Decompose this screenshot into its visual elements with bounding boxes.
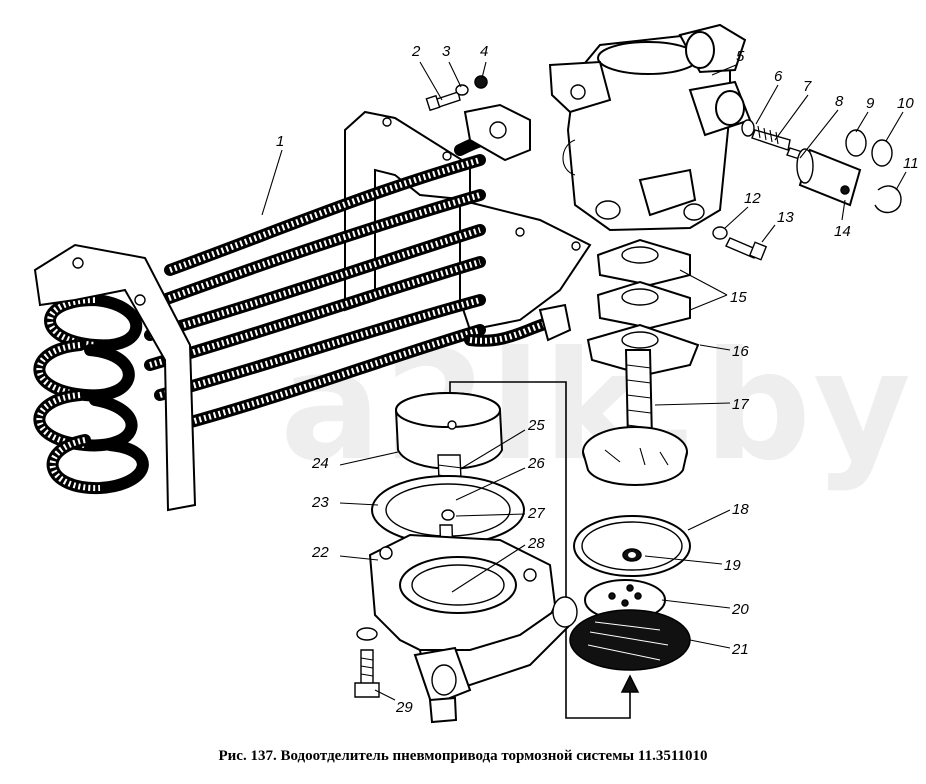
- callout-1: 1: [276, 133, 284, 150]
- callout-22: 22: [311, 544, 329, 561]
- washer-3: [455, 84, 469, 96]
- bolt-2: [425, 91, 461, 112]
- callout-10: 10: [897, 95, 914, 112]
- cooling-coil: [33, 103, 592, 512]
- callout-24: 24: [311, 455, 329, 472]
- valve-housing: [354, 533, 578, 724]
- callout-labels: 1 2 3 4 5 6 7 8 9 10 11 12 13 14 15 16 1…: [276, 43, 919, 716]
- coil-tubes: [33, 129, 566, 495]
- valve-body: [548, 23, 752, 232]
- callout-17: 17: [732, 396, 749, 413]
- callout-8: 8: [835, 93, 844, 110]
- callout-14: 14: [834, 223, 851, 240]
- callout-21: 21: [731, 641, 749, 658]
- valve-parts-right: [712, 119, 902, 261]
- callout-28: 28: [527, 535, 545, 552]
- callout-7: 7: [803, 78, 812, 95]
- callout-16: 16: [732, 343, 749, 360]
- callout-18: 18: [732, 501, 749, 518]
- callout-25: 25: [527, 417, 545, 434]
- callout-15: 15: [730, 289, 747, 306]
- callout-26: 26: [527, 455, 545, 472]
- callout-3: 3: [442, 43, 451, 60]
- leader-lines: [261, 61, 907, 701]
- figure-caption: Рис. 137. Водоотделитель пневмопривода т…: [218, 748, 708, 764]
- callout-13: 13: [777, 209, 794, 226]
- callout-11: 11: [903, 155, 919, 172]
- callout-23: 23: [311, 494, 329, 511]
- callout-27: 27: [527, 505, 545, 522]
- callout-29: 29: [395, 699, 413, 716]
- flow-arrow: [449, 381, 640, 719]
- callout-9: 9: [866, 95, 875, 112]
- callout-20: 20: [731, 601, 749, 618]
- filter-stack: [582, 238, 700, 486]
- callout-5: 5: [736, 48, 745, 65]
- callout-19: 19: [724, 557, 741, 574]
- filter-cup: [371, 392, 525, 601]
- callout-12: 12: [744, 190, 761, 207]
- nut-4: [474, 75, 488, 89]
- callout-6: 6: [774, 68, 783, 85]
- callout-4: 4: [480, 43, 488, 60]
- callout-2: 2: [411, 43, 421, 60]
- diaphragm-assembly: [569, 515, 691, 671]
